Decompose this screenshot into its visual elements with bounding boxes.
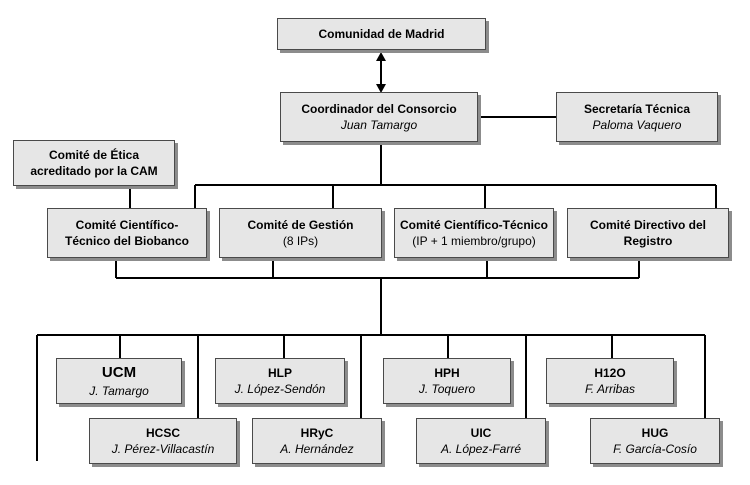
cientifico-tecnico-title: Comité Científico-Técnico — [399, 218, 548, 232]
ucm-title: UCM — [101, 364, 137, 381]
etica-line1: Comité de Ética — [48, 148, 140, 162]
h12o-title: H12O — [594, 366, 626, 380]
coordinador-title: Coordinador del Consorcio — [301, 102, 457, 116]
comite-biobanco-box: Comité Científico- Técnico del Biobanco — [47, 208, 207, 258]
hryc-box: HRyC A. Hernández — [252, 418, 382, 464]
gestion-note: (8 IPs) — [282, 234, 319, 248]
biobanco-line1: Comité Científico- — [75, 218, 179, 232]
uic-title: UIC — [470, 426, 492, 440]
hlp-box: HLP J. López-Sendón — [215, 358, 345, 404]
hug-title: HUG — [641, 426, 669, 440]
etica-box: Comité de Ética acreditado por la CAM — [13, 140, 175, 186]
arrow-up-head — [376, 52, 386, 61]
hug-box: HUG F. García-Cosío — [590, 418, 720, 464]
h12o-box: H12O F. Arribas — [546, 358, 674, 404]
coordinador-box: Coordinador del Consorcio Juan Tamargo — [280, 92, 478, 142]
hryc-title: HRyC — [300, 426, 334, 440]
directivo-line2: Registro — [623, 234, 673, 248]
ucm-name: J. Tamargo — [89, 384, 149, 398]
comunidad-madrid-title: Comunidad de Madrid — [318, 27, 445, 41]
hph-box: HPH J. Toquero — [383, 358, 511, 404]
ucm-box: UCM J. Tamargo — [56, 358, 182, 404]
hph-title: HPH — [434, 366, 460, 380]
hlp-title: HLP — [268, 366, 292, 380]
hcsc-box: HCSC J. Pérez-Villacastín — [89, 418, 237, 464]
gestion-title: Comité de Gestión — [247, 218, 354, 232]
secretaria-box: Secretaría Técnica Paloma Vaquero — [556, 92, 718, 142]
biobanco-line2: Técnico del Biobanco — [64, 234, 190, 248]
secretaria-title: Secretaría Técnica — [583, 102, 691, 116]
secretaria-name: Paloma Vaquero — [592, 118, 682, 132]
directivo-line1: Comité Directivo del — [589, 218, 707, 232]
comite-directivo-box: Comité Directivo del Registro — [567, 208, 729, 258]
coordinador-name: Juan Tamargo — [340, 118, 418, 132]
hcsc-name: J. Pérez-Villacastín — [111, 442, 215, 456]
h12o-name: F. Arribas — [584, 382, 635, 396]
hcsc-title: HCSC — [145, 426, 180, 440]
hug-name: F. García-Cosío — [613, 442, 697, 456]
etica-line2: acreditado por la CAM — [30, 164, 158, 178]
uic-name: A. López-Farré — [440, 442, 522, 456]
arrow-down-head — [376, 84, 386, 93]
cientifico-tecnico-note: (IP + 1 miembro/grupo) — [412, 234, 536, 248]
uic-box: UIC A. López-Farré — [416, 418, 546, 464]
hryc-name: A. Hernández — [280, 442, 354, 456]
comite-cientifico-tecnico-box: Comité Científico-Técnico (IP + 1 miembr… — [394, 208, 554, 258]
hph-name: J. Toquero — [418, 382, 476, 396]
comunidad-madrid-box: Comunidad de Madrid — [277, 18, 486, 50]
comite-gestion-box: Comité de Gestión (8 IPs) — [219, 208, 382, 258]
hlp-name: J. López-Sendón — [234, 382, 326, 396]
